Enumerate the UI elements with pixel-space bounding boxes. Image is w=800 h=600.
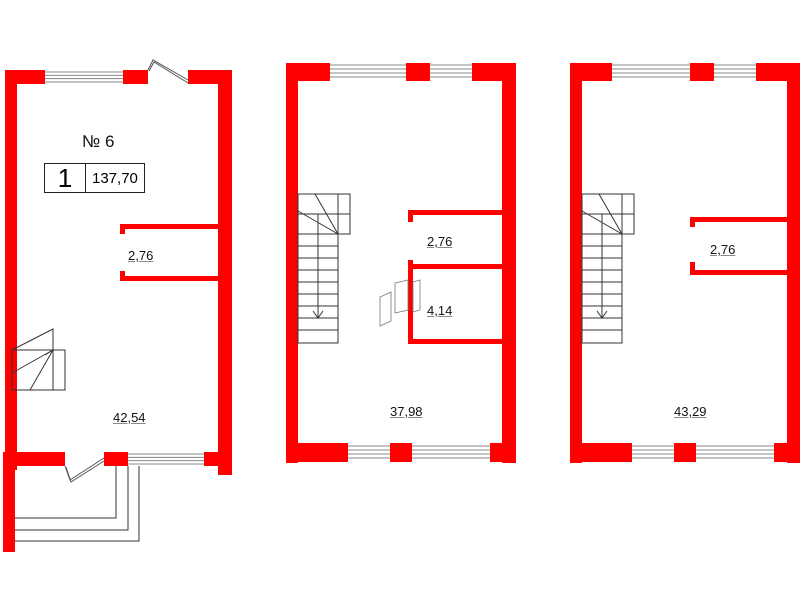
- window: [330, 64, 406, 78]
- wall-segment: [408, 210, 504, 215]
- window: [696, 445, 774, 459]
- room-area-label: 37,98: [390, 404, 423, 419]
- apartment-number-label: № 6: [82, 132, 115, 151]
- door-entrance-floor-1: [64, 457, 105, 483]
- door-floor-2: [379, 279, 421, 327]
- wall-segment: [408, 210, 413, 222]
- wall-segment: [218, 70, 232, 475]
- door-top-floor-1: [147, 59, 189, 84]
- wall-segment: [120, 271, 125, 281]
- wall-segment: [104, 452, 128, 466]
- wall-segment: [690, 217, 695, 227]
- wall-segment: [408, 260, 413, 344]
- wall-segment: [120, 276, 220, 281]
- porch-steps: [15, 466, 140, 542]
- wall-segment: [570, 63, 612, 81]
- wall-segment: [286, 63, 330, 81]
- room-area-label: 43,29: [674, 404, 707, 419]
- wall-segment: [570, 443, 632, 462]
- room-area-label: 4,14: [427, 303, 453, 318]
- wall-segment: [570, 63, 582, 463]
- wall-segment: [390, 443, 412, 462]
- wall-segment: [408, 339, 504, 344]
- wall-segment: [408, 264, 504, 269]
- window: [412, 445, 490, 459]
- wall-segment: [5, 70, 17, 470]
- room-area-label: 42,54: [113, 410, 146, 425]
- wall-segment: [286, 63, 298, 463]
- wall-segment: [674, 443, 696, 462]
- total-area-value: 137,70: [92, 169, 138, 187]
- wall-segment: [3, 452, 15, 552]
- wall-segment: [5, 452, 65, 466]
- window: [612, 64, 690, 78]
- room-area-label: 2,76: [427, 234, 453, 249]
- wall-segment: [5, 70, 45, 84]
- wall-segment: [286, 443, 348, 462]
- wall-segment: [502, 63, 516, 463]
- window: [128, 453, 204, 465]
- wall-segment: [690, 270, 790, 275]
- wall-segment: [120, 224, 125, 234]
- floor-count: 1: [45, 163, 86, 193]
- stairs-floor-1: [11, 328, 66, 391]
- wall-segment: [204, 452, 232, 466]
- wall-segment: [690, 262, 695, 274]
- window: [348, 445, 390, 459]
- window: [430, 64, 472, 78]
- stairs-floor-3: [581, 193, 635, 344]
- walls: [3, 63, 800, 552]
- windows: [45, 64, 774, 465]
- window: [45, 71, 123, 83]
- wall-segment: [690, 217, 790, 222]
- window: [632, 445, 674, 459]
- wall-segment: [490, 443, 516, 462]
- wall-segment: [787, 63, 800, 463]
- wall-segment: [774, 443, 800, 462]
- wall-segment: [406, 63, 430, 81]
- wall-segment: [690, 63, 714, 81]
- wall-segment: [123, 70, 148, 84]
- room-area-label: 2,76: [128, 248, 154, 263]
- stairs-floor-2: [297, 193, 351, 344]
- room-area-label: 2,76: [710, 242, 736, 257]
- window: [714, 64, 756, 78]
- wall-segment: [120, 224, 220, 229]
- total-area-badge: 1 137,70: [44, 163, 145, 193]
